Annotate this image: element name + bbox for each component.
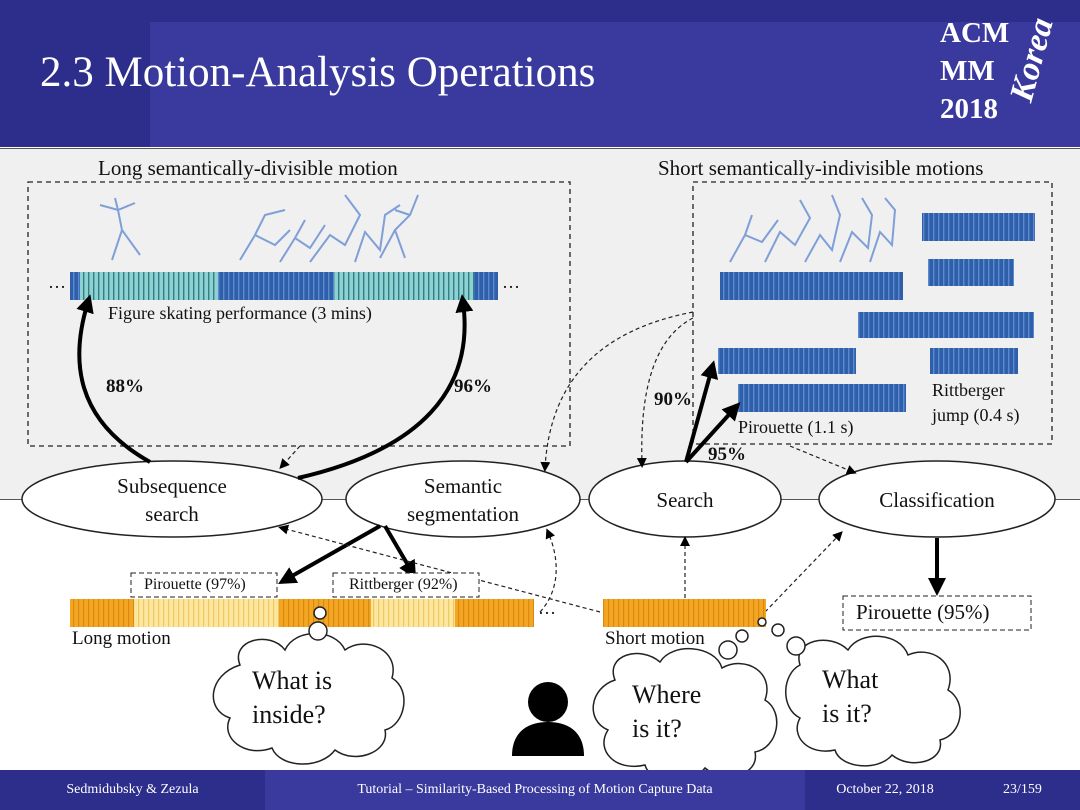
logo-year: 2018: [940, 93, 998, 125]
figure-skating-bar: [70, 272, 498, 300]
long-motion-box: [27, 181, 571, 447]
rittberger-short-label-1: Rittberger: [932, 380, 1005, 400]
skater-figures-short: [729, 194, 897, 263]
short-bar-pirouette: [738, 384, 906, 412]
long-motion-bar: [70, 599, 534, 627]
pirouette-short-label: Pirouette (1.1 s): [738, 417, 854, 437]
ellipsis-right: …: [502, 272, 520, 292]
thought-cloud-what: [771, 623, 961, 767]
percent-96: 96%: [454, 376, 492, 397]
short-motions-box: [692, 181, 1053, 445]
subsequence-search-node: [21, 460, 323, 538]
arrow-96: [297, 294, 474, 480]
bubble-where: Where is it?: [632, 680, 702, 743]
ellipsis-long-motion: …: [538, 598, 556, 618]
rittberger-tag-box: [332, 572, 480, 598]
pirouette-long-tag: Pirouette (97%): [144, 576, 246, 593]
logo-acm: ACM: [940, 17, 1010, 49]
semantic-segmentation-label: Semantic segmentation: [407, 474, 519, 526]
slide-title: 2.3 Motion-Analysis Operations: [40, 49, 596, 96]
subsequence-search-label: Subsequence search: [117, 474, 227, 526]
footer-authors: Sedmidubsky & Zezula: [66, 782, 199, 797]
arrow-rittberger-segment: [383, 524, 417, 579]
footer-talk-title: Tutorial – Similarity-Based Processing o…: [265, 770, 805, 810]
footer-page-number: 23/159: [1003, 782, 1042, 797]
classification-label: Classification: [879, 488, 995, 512]
semantic-segmentation-node: [345, 460, 581, 538]
rittberger-long-tag: Rittberger (92%): [349, 576, 458, 593]
short-bar-5: [718, 348, 856, 374]
arrow-pirouette-segment: [278, 524, 381, 584]
arrow-88: [76, 294, 151, 464]
slide-header: 2.3 Motion-Analysis Operations ACM MM 20…: [0, 0, 1080, 147]
long-motion-label: Long motion: [72, 628, 171, 649]
short-motion-bar: [603, 599, 766, 627]
short-section-label: Short semantically-indivisible motions: [658, 156, 984, 180]
conference-logo: ACM MM 2018: [940, 14, 1009, 128]
arrow-90: [684, 360, 719, 463]
search-label: Search: [656, 488, 714, 512]
classification-result-label: Pirouette (95%): [856, 600, 990, 624]
skater-figures-long: [99, 194, 419, 263]
user-icon: [512, 682, 584, 756]
ellipsis-left: …: [48, 272, 66, 292]
pirouette-tag-box: [130, 572, 278, 598]
rittberger-short-label-2: jump (0.4 s): [932, 405, 1020, 425]
header-band: [150, 22, 1080, 147]
long-section-label: Long semantically-divisible motion: [98, 156, 398, 180]
thought-cloud-inside: [212, 606, 405, 765]
classification-node: [818, 460, 1056, 538]
thought-cloud-where: [592, 617, 778, 782]
percent-90: 90%: [654, 389, 692, 410]
bubble-what-inside: What is inside?: [252, 666, 333, 729]
arrow-95: [684, 402, 741, 464]
footer-date: October 22, 2018: [836, 782, 934, 797]
short-bar-1: [922, 213, 1035, 241]
short-bar-4: [858, 312, 1034, 338]
dashed-arrows: [278, 311, 857, 613]
slide-footer: Sedmidubsky & Zezula Tutorial – Similari…: [0, 770, 1080, 810]
classification-result-box: [842, 595, 1032, 631]
short-bar-3: [928, 259, 1014, 286]
performance-label: Figure skating performance (3 mins): [108, 303, 372, 323]
short-motion-label: Short motion: [605, 628, 705, 649]
percent-95: 95%: [708, 444, 746, 465]
bubble-what: What is it?: [822, 665, 879, 728]
short-bar-2: [720, 272, 903, 300]
short-bar-rittberger: [930, 348, 1018, 374]
logo-mm: MM: [940, 55, 995, 87]
percent-88: 88%: [106, 376, 144, 397]
